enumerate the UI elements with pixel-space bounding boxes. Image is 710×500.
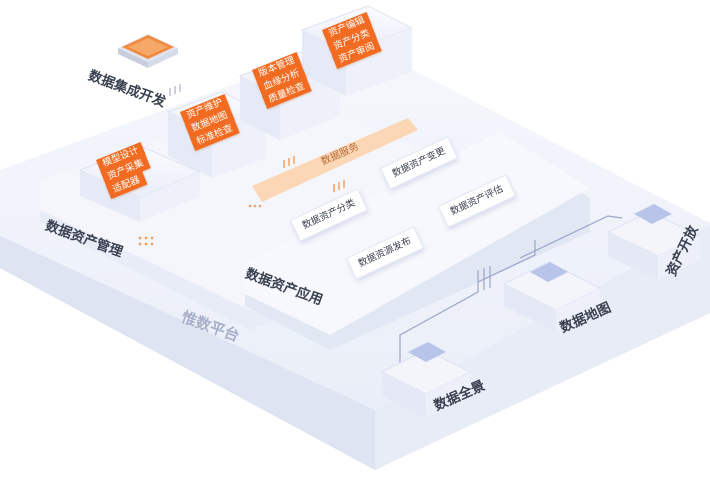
orange-ticks	[283, 156, 345, 192]
pedestal-open	[606, 204, 702, 280]
data-service-bar-shape	[252, 118, 418, 202]
pedestal-panorama	[380, 342, 472, 418]
pedestal-map	[502, 261, 602, 332]
orange-dots	[138, 204, 262, 246]
connector-ticks	[169, 84, 181, 96]
chip-icon	[118, 34, 178, 68]
connector-lines	[399, 215, 623, 372]
